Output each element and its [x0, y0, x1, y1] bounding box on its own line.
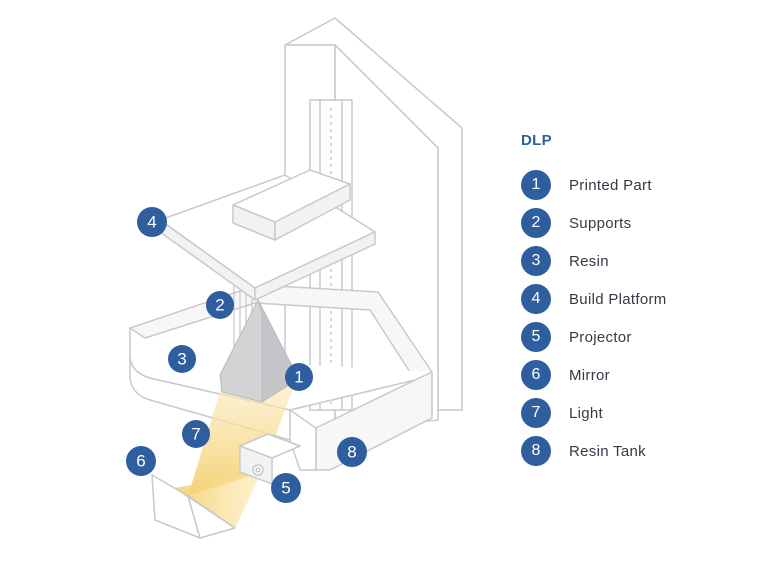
legend-label: Supports [569, 214, 632, 232]
callouts: 4 2 3 1 7 8 6 5 [126, 207, 367, 503]
svg-text:1: 1 [294, 368, 303, 387]
svg-text:6: 6 [136, 452, 145, 471]
legend-item-printed-part: 1 Printed Part [521, 166, 761, 204]
svg-text:7: 7 [191, 425, 200, 444]
svg-text:5: 5 [281, 479, 290, 498]
legend-item-supports: 2 Supports [521, 204, 761, 242]
legend-item-build-platform: 4 Build Platform [521, 280, 761, 318]
legend-number-badge: 6 [521, 360, 551, 390]
svg-text:2: 2 [215, 296, 224, 315]
legend-label: Projector [569, 328, 632, 346]
svg-text:4: 4 [147, 213, 156, 232]
legend-item-light: 7 Light [521, 394, 761, 432]
legend-number-badge: 8 [521, 436, 551, 466]
legend-number-badge: 7 [521, 398, 551, 428]
callout-mirror: 6 [126, 446, 156, 476]
legend-label: Mirror [569, 366, 610, 384]
build-platform [159, 169, 376, 301]
legend-label: Printed Part [569, 176, 652, 194]
legend-number-badge: 4 [521, 284, 551, 314]
legend-item-mirror: 6 Mirror [521, 356, 761, 394]
legend-number-badge: 1 [521, 170, 551, 200]
legend-item-resin-tank: 8 Resin Tank [521, 432, 761, 470]
callout-supports: 2 [206, 291, 234, 319]
legend-label: Build Platform [569, 290, 667, 308]
callout-light: 7 [182, 420, 210, 448]
callout-build-platform: 4 [137, 207, 167, 237]
mirror [151, 474, 236, 539]
legend-number-badge: 3 [521, 246, 551, 276]
callout-resin: 3 [168, 345, 196, 373]
legend-label: Resin Tank [569, 442, 646, 460]
callout-resin-tank: 8 [337, 437, 367, 467]
legend-number-badge: 5 [521, 322, 551, 352]
svg-text:8: 8 [347, 443, 356, 462]
legend-number-badge: 2 [521, 208, 551, 238]
svg-text:3: 3 [177, 350, 186, 369]
callout-printed-part: 1 [285, 363, 313, 391]
light-beam [175, 375, 298, 528]
legend: DLP 1 Printed Part 2 Supports 3 Resin 4 … [521, 130, 761, 470]
legend-item-resin: 3 Resin [521, 242, 761, 280]
legend-item-projector: 5 Projector [521, 318, 761, 356]
legend-label: Resin [569, 252, 609, 270]
callout-projector: 5 [271, 473, 301, 503]
legend-label: Light [569, 404, 604, 422]
legend-title: DLP [521, 132, 552, 149]
